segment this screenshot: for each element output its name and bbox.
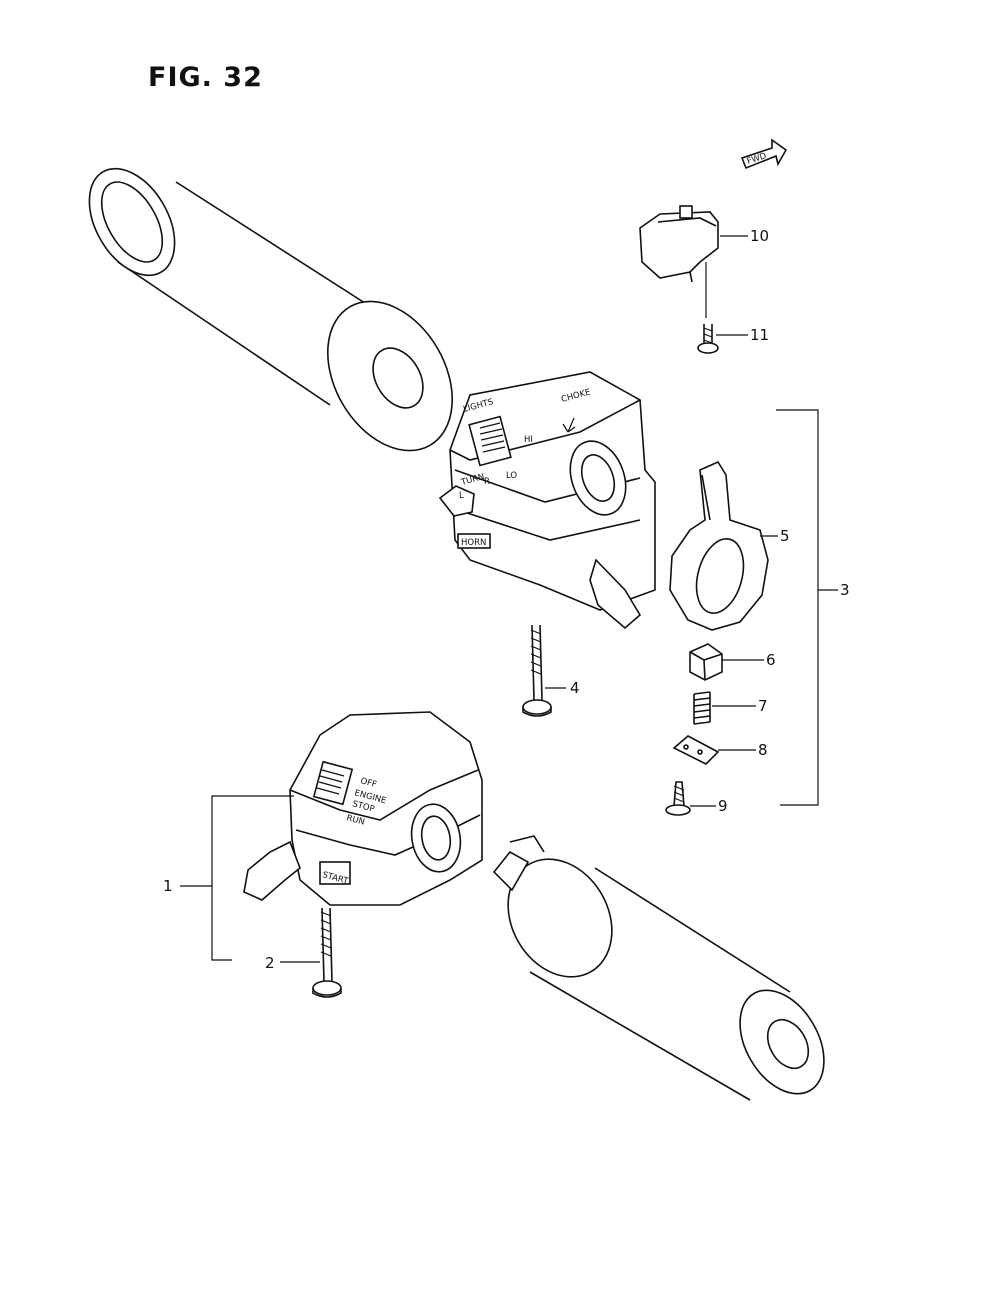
left-housing-bolt — [522, 624, 552, 717]
lever-plate — [672, 735, 720, 765]
choke-arrow-icon — [562, 417, 576, 433]
callout-10: 10 — [750, 227, 769, 245]
horn-label: HORN — [461, 538, 486, 548]
lever-cap — [689, 643, 723, 681]
turn-r-label: R — [484, 477, 490, 487]
throttle-grip — [492, 835, 825, 1101]
choke-lever — [669, 460, 769, 631]
off-label: OFF — [359, 776, 378, 790]
callout-4: 4 — [570, 679, 580, 697]
lever-screw — [665, 781, 691, 816]
callout-8: 8 — [758, 741, 768, 759]
callout-5: 5 — [780, 527, 790, 545]
leader-lines — [280, 235, 778, 963]
hi-label: HI — [524, 435, 533, 445]
callout-9: 9 — [718, 797, 728, 815]
lever-spring — [693, 691, 711, 725]
brake-switch — [639, 205, 719, 318]
forward-arrow-icon: FWD — [740, 138, 788, 170]
figure-title: FIG. 32 — [148, 62, 263, 93]
turn-l-label: L — [459, 491, 464, 501]
callout-3: 3 — [840, 581, 850, 599]
left-handlebar-grip — [88, 167, 453, 452]
callout-7: 7 — [758, 697, 768, 715]
callout-6: 6 — [766, 651, 776, 669]
fwd-label: FWD — [746, 151, 768, 167]
run-label: RUN — [345, 813, 365, 827]
lo-label: LO — [506, 471, 517, 481]
brake-switch-screw — [697, 324, 719, 354]
right-housing-bolt — [312, 907, 342, 998]
assembly-bracket-3 — [776, 409, 838, 806]
right-switch-housing: OFF ENGINE STOP RUN START — [243, 711, 483, 906]
left-switch-housing: LIGHTS CHOKE HI LO TURN L R HORN — [438, 371, 656, 630]
callout-1: 1 — [163, 877, 173, 895]
assembly-bracket-1 — [180, 795, 294, 961]
callout-2: 2 — [265, 954, 275, 972]
callout-11: 11 — [750, 326, 769, 344]
